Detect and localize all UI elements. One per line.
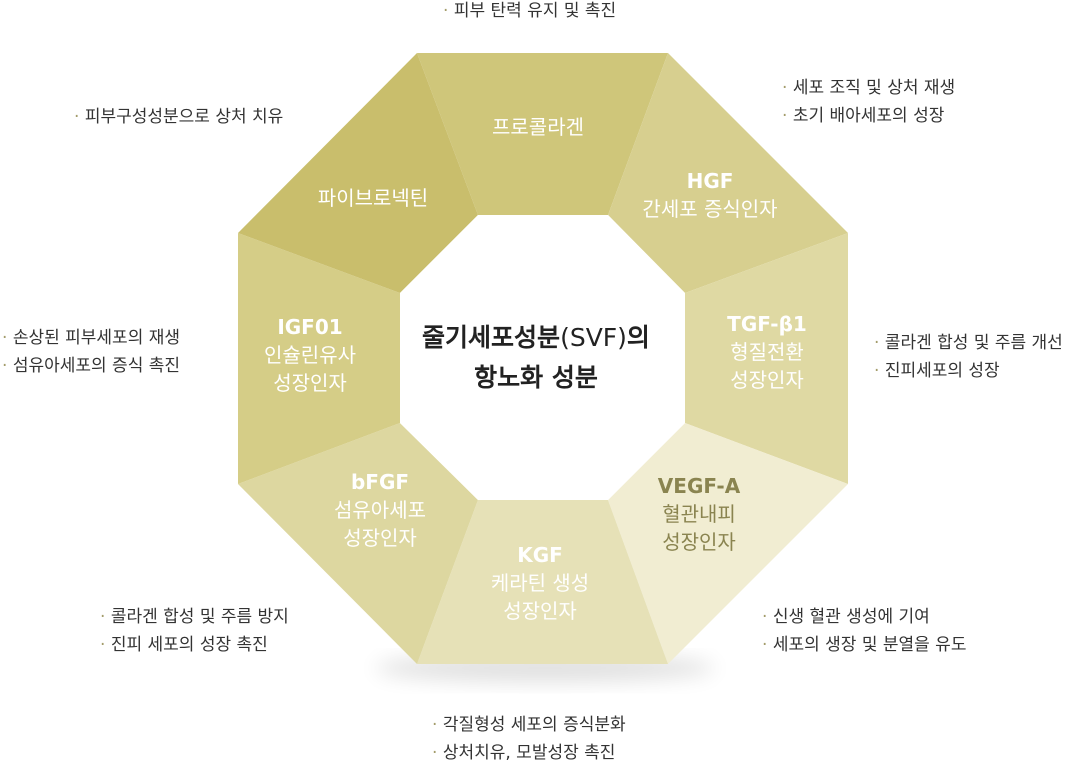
segment-bfgf (238, 423, 478, 664)
center-title-paren: (SVF) (560, 323, 627, 352)
segment-label-collagen: 프로콜라겐 (492, 115, 584, 139)
segment-label-vegf: VEGF-A 혈관내피 성장인자 (657, 474, 741, 554)
note-right: 콜라겐 합성 및 주름 개선 진피세포의 성장 (874, 329, 1063, 385)
segment-label-kgf: KGF 케라틴 생성 성장인자 (490, 543, 590, 623)
segment-label-fibro: 파이브로넥틴 (317, 186, 429, 210)
segment-label-bfgf: bFGF 섬유아세포 성장인자 (334, 470, 426, 550)
segment-label-igf: IGF01 인슐린유사 성장인자 (264, 315, 356, 395)
center-title-suffix: 의 (626, 323, 650, 352)
segment-tgf (685, 233, 848, 484)
segment-collagen (417, 53, 668, 215)
octagon-segments (238, 53, 848, 664)
segment-label-tgf: TGF-β1 형질전환 성장인자 (727, 312, 807, 392)
center-title-line2: 항노화 성분 (474, 363, 598, 392)
segment-fibro (238, 53, 478, 293)
segment-igf (238, 233, 400, 484)
note-bottom-left: 콜라겐 합성 및 주름 방지 진피 세포의 성장 촉진 (100, 603, 289, 659)
note-left: 손상된 피부세포의 재생 섬유아세포의 증식 촉진 (2, 324, 180, 380)
segment-label-hgf: HGF 간세포 증식인자 (642, 169, 778, 221)
note-top-right: 세포 조직 및 상처 재생 초기 배아세포의 성장 (782, 74, 955, 130)
segment-hgf (608, 53, 848, 293)
segment-kgf (417, 500, 668, 664)
segment-vegf (608, 423, 848, 664)
center-title-prefix: 줄기세포성분 (422, 323, 561, 352)
note-top: 피부 탄력 유지 및 촉진 (443, 0, 616, 25)
center-octagon (400, 215, 685, 500)
note-bottom: 각질형성 세포의 증식분화 상처치유, 모발성장 촉진 (432, 711, 626, 767)
note-bottom-right: 신생 혈관 생성에 기여 세포의 생장 및 분열을 유도 (762, 603, 967, 659)
note-top-left: 피부구성성분으로 상처 치유 (74, 103, 284, 131)
center-title: 줄기세포성분(SVF)의 항노화 성분 (422, 318, 650, 398)
